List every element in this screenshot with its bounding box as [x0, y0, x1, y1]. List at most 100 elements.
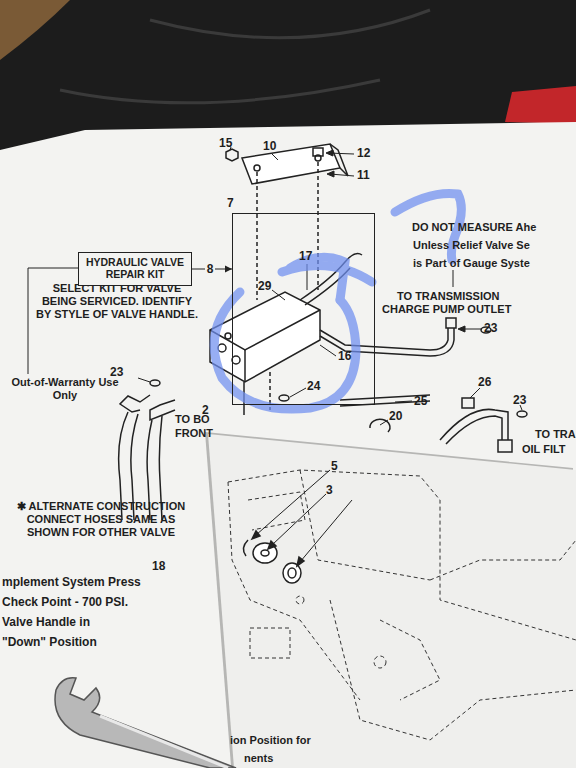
valve-illustration-part — [317, 162, 319, 290]
wrench-part — [55, 678, 236, 768]
callout-number: 12 — [357, 147, 370, 160]
callout-number: 7 — [227, 197, 234, 210]
note-text: TO BO — [175, 413, 210, 426]
dashed-frame-drawing-part — [250, 628, 290, 658]
dashed-frame-drawing-part — [430, 540, 576, 580]
valve-illustration-part — [242, 144, 340, 184]
callout-number: 3 — [326, 484, 333, 497]
retaining-parts-part — [300, 500, 352, 562]
dashed-frame-drawing-part — [296, 596, 304, 604]
note-text: ion Position for — [230, 734, 311, 747]
second-paper-sheet — [208, 434, 576, 768]
note-text: SELECT KIT FOR VALVE BEING SERVICED. IDE… — [34, 282, 200, 321]
dashed-frame-drawing-part — [300, 470, 430, 580]
photo-background-part — [0, 0, 70, 60]
callout-number: 18 — [152, 560, 165, 573]
leader-lines-part — [395, 401, 412, 402]
valve-illustration-part — [256, 172, 258, 300]
assembly-box: 7 — [232, 213, 375, 405]
note-text: is Part of Gauge Syste — [413, 257, 530, 270]
callout-number: 5 — [331, 460, 338, 473]
wrench-part — [100, 716, 228, 768]
retaining-parts-part — [297, 557, 304, 566]
note-text: FRONT — [175, 427, 213, 440]
note-text: DO NOT MEASURE Ahe — [412, 221, 536, 234]
valve-illustration-part — [254, 165, 260, 171]
callout-number: 24 — [307, 380, 320, 393]
valve-illustration-part — [226, 149, 238, 161]
photo-background-part — [505, 86, 576, 124]
valve-illustration-part — [218, 344, 226, 352]
valve-illustration-part — [279, 395, 289, 401]
paper-sheet — [0, 122, 576, 768]
valve-illustration-part — [498, 440, 512, 452]
leader-lines-part — [453, 270, 454, 287]
callout-number: 11 — [357, 169, 370, 182]
note-text: Check Point - 700 PSI. — [2, 596, 128, 609]
dashed-frame-drawing-part — [228, 482, 360, 700]
retaining-parts-part — [243, 540, 248, 556]
blue-highlighter-part — [290, 257, 345, 300]
note-text: Out-of-Warranty Use Only — [8, 376, 122, 402]
note-text: TO TRANSMISSION — [397, 290, 499, 303]
leader-lines-part — [28, 268, 78, 269]
leader-lines-part — [290, 388, 306, 397]
callout-number: 23 — [484, 322, 497, 335]
retaining-parts-part — [261, 550, 269, 556]
box-title: HYDRAULIC VALVE REPAIR KIT — [83, 256, 187, 280]
valve-illustration-part — [150, 380, 160, 386]
callout-number: 16 — [338, 350, 351, 363]
dashed-frame-drawing — [228, 470, 576, 740]
kit-box: HYDRAULIC VALVE REPAIR KIT — [78, 252, 192, 286]
dashed-frame-drawing-part — [228, 470, 576, 640]
valve-illustration-part — [313, 148, 323, 156]
callout-number: 23 — [513, 394, 526, 407]
valve-illustration-part — [232, 356, 240, 364]
callout-number: 17 — [299, 250, 312, 263]
photo-background-part — [60, 10, 430, 103]
callout-number: 23 — [110, 366, 123, 379]
callout-number: 15 — [219, 137, 232, 150]
leader-lines-part — [272, 290, 285, 300]
valve-illustration-part — [244, 350, 246, 382]
note-text: nents — [244, 752, 273, 765]
valve-illustration-part — [462, 398, 474, 408]
retaining-parts-part — [288, 568, 296, 578]
dashed-frame-drawing-part — [248, 492, 305, 530]
connector-arrow-part — [225, 266, 232, 273]
leader-lines-part — [380, 420, 388, 425]
leader-lines-part — [326, 150, 333, 156]
retaining-parts-part — [252, 531, 260, 539]
retaining-parts — [243, 470, 352, 583]
dashed-frame-drawing-part — [330, 600, 576, 740]
wrench — [55, 678, 236, 768]
valve-illustration-part — [440, 409, 508, 444]
valve-illustration-part — [225, 333, 231, 339]
callout-number: 10 — [263, 140, 276, 153]
retaining-parts-part — [283, 563, 301, 583]
note-text: CHARGE PUMP OUTLET — [382, 303, 511, 316]
note-text: ✱ ALTERNATE CONSTRUCTION CONNECT HOSES S… — [8, 500, 194, 539]
note-text: Valve Handle in — [2, 616, 90, 629]
leader-lines-part — [470, 388, 480, 398]
callout-number: 20 — [389, 410, 402, 423]
valve-illustration-part — [370, 419, 390, 432]
retaining-parts-part — [268, 541, 276, 549]
valve-illustration-part — [120, 395, 150, 412]
note-text: Unless Relief Valve Se — [413, 239, 530, 252]
valve-illustration-part — [446, 318, 456, 328]
note-text: OIL FILT — [522, 443, 566, 456]
callout-number: 29 — [258, 280, 271, 293]
valve-illustration-part — [517, 411, 527, 417]
callout-number: 8 — [205, 263, 216, 276]
note-text: "Down" Position — [2, 636, 97, 649]
leader-lines-part — [458, 326, 465, 332]
leader-lines-part — [327, 171, 334, 177]
note-text: mplement System Press — [2, 576, 141, 589]
note-text: TO TRA — [535, 428, 576, 441]
leader-lines-part — [272, 154, 278, 160]
callout-number: 26 — [478, 376, 491, 389]
